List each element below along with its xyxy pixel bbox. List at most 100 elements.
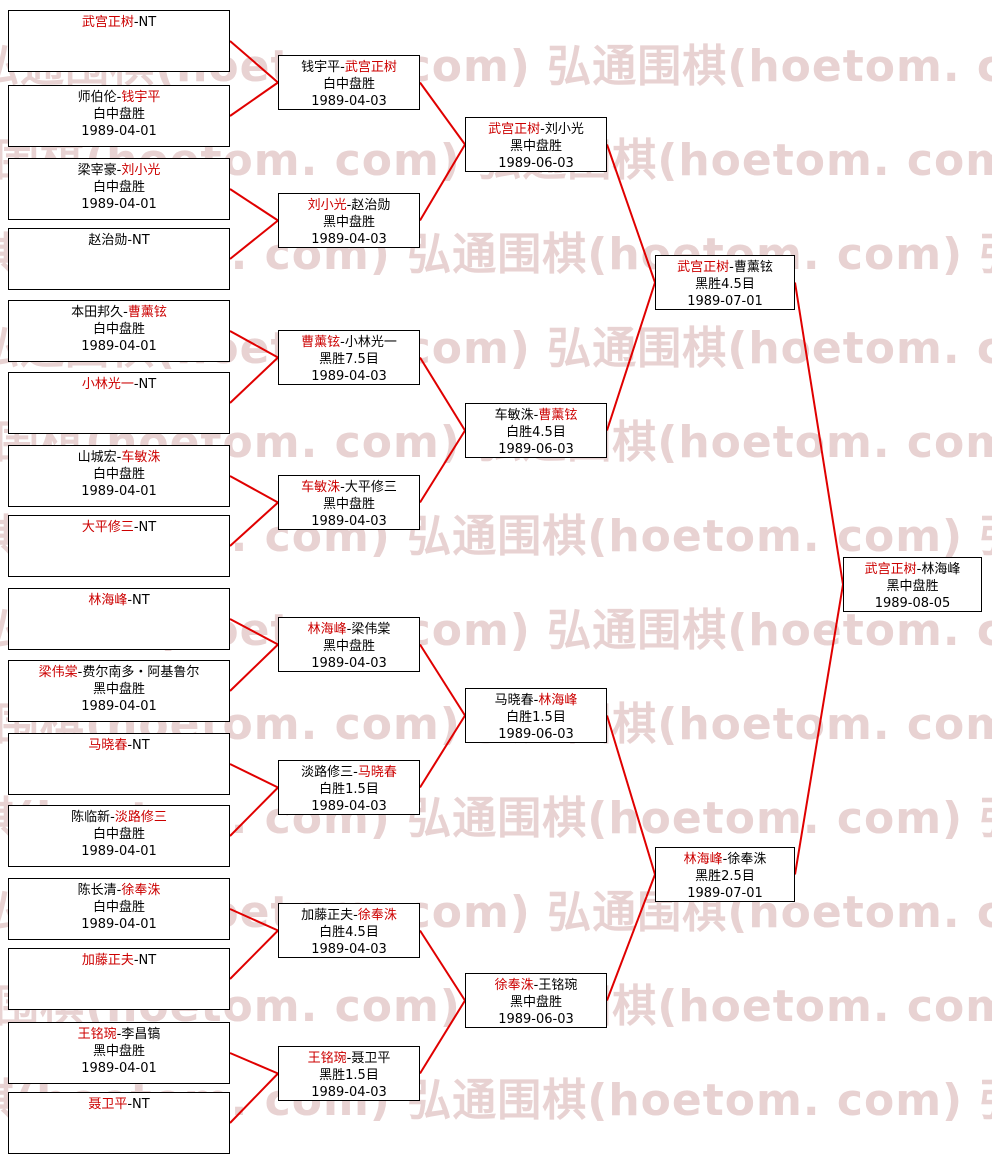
player-name: -NT (133, 520, 157, 535)
player-name: 淡路修三- (301, 765, 358, 780)
bracket-connector (229, 929, 279, 980)
bracket-connector (606, 282, 656, 431)
match-date: 1989-06-03 (498, 1012, 574, 1027)
bracket-connector (419, 999, 466, 1075)
players-line: 武宫正树-林海峰 (844, 561, 981, 578)
match-box-round1-8: 大平修三-NT (8, 515, 230, 577)
players-line: 本田邦久-曹薰铉 (9, 304, 229, 321)
player-name: 本田邦久- (71, 305, 128, 320)
match-date: 1989-04-03 (311, 656, 387, 671)
player-name: -NT (133, 15, 157, 30)
match-date: 1989-04-03 (311, 799, 387, 814)
bracket-connector (229, 40, 279, 84)
winner-name: 加藤正夫 (81, 953, 134, 968)
match-box-round1-1: 武宫正树-NT (8, 10, 230, 72)
match-date: 1989-04-01 (81, 1061, 157, 1076)
players-line: 赵治勋-NT (9, 232, 229, 249)
players-line: 加藤正夫-徐奉洙 (279, 907, 419, 924)
player-name: -徐奉洙 (722, 852, 767, 867)
players-line: 聂卫平-NT (9, 1096, 229, 1113)
bracket-connector (229, 330, 279, 359)
result-text: 白中盘胜 (322, 77, 375, 92)
bracket-connector (229, 618, 279, 646)
match-box-round1-9: 林海峰-NT (8, 588, 230, 650)
result-text: 黑胜4.5目 (695, 277, 755, 292)
players-line: 武宫正树-曹薰铉 (656, 259, 794, 276)
bracket-connector (229, 908, 279, 932)
bracket-connector (229, 763, 279, 789)
bracket-connector (229, 1072, 279, 1124)
bracket-connector (419, 356, 466, 432)
player-name: -刘小光 (540, 122, 584, 137)
match-date: 1989-08-05 (874, 596, 951, 611)
player-name: 加藤正夫- (301, 908, 358, 923)
match-box-round1-11: 马晓春-NT (8, 733, 230, 795)
player-name: -大平修三 (340, 480, 397, 495)
players-line: 武宫正树-NT (9, 14, 229, 31)
player-name: 梁宰豪- (77, 163, 122, 178)
bracket-connector (229, 475, 279, 504)
bracket-connector (229, 643, 279, 692)
result-text: 黑胜7.5目 (319, 352, 379, 367)
match-date: 1989-06-03 (498, 727, 574, 742)
winner-name: 梁伟棠 (38, 665, 78, 680)
bracket-connector (419, 81, 466, 146)
players-line: 曹薰铉-小林光一 (279, 334, 419, 351)
bracket-connector (419, 929, 466, 1002)
winner-name: 林海峰 (88, 593, 128, 608)
result-text: 黑中盘胜 (322, 639, 375, 654)
result-text: 白中盘胜 (92, 900, 145, 915)
winner-name: 王铭琬 (77, 1027, 117, 1042)
match-date: 1989-04-03 (311, 514, 387, 529)
player-name: -林海峰 (916, 562, 961, 577)
players-line: 车敏洙-大平修三 (279, 479, 419, 496)
player-name: 陈临新- (71, 810, 115, 825)
bracket-connector (419, 429, 466, 504)
players-line: 加藤正夫-NT (9, 952, 229, 969)
player-name: -费尔南多・阿基鲁尔 (77, 665, 200, 680)
winner-name: 曹薰铉 (127, 305, 167, 320)
players-line: 林海峰-梁伟棠 (279, 621, 419, 638)
match-date: 1989-04-01 (81, 844, 157, 859)
winner-name: 武宫正树 (864, 562, 917, 577)
player-name: 陈长清- (77, 883, 122, 898)
match-date: 1989-06-03 (498, 442, 574, 457)
players-line: 陈临新-淡路修三 (9, 809, 229, 826)
result-text: 白胜4.5目 (319, 925, 379, 940)
players-line: 徐奉洙-王铭琬 (466, 977, 606, 994)
result-text: 白胜1.5目 (319, 782, 379, 797)
match-date: 1989-04-01 (81, 917, 157, 932)
bracket-connector (794, 282, 844, 585)
winner-name: 钱宇平 (121, 90, 161, 105)
player-name: -梁伟棠 (346, 622, 391, 637)
winner-name: 武宫正树 (677, 260, 730, 275)
player-name: -曹薰铉 (729, 260, 773, 275)
players-line: 林海峰-NT (9, 592, 229, 609)
players-line: 师伯伦-钱宇平 (9, 89, 229, 106)
winner-name: 徐奉洙 (357, 908, 397, 923)
players-line: 马晓春-NT (9, 737, 229, 754)
match-date: 1989-07-01 (687, 886, 763, 901)
match-date: 1989-04-01 (81, 339, 157, 354)
player-name: -赵治勋 (346, 198, 391, 213)
winner-name: 武宫正树 (81, 15, 134, 30)
match-date: 1989-04-03 (311, 232, 387, 247)
match-box-round1-16: 聂卫平-NT (8, 1092, 230, 1154)
result-text: 黑中盘胜 (509, 995, 562, 1010)
players-line: 梁伟棠-费尔南多・阿基鲁尔 (9, 664, 229, 681)
match-date: 1989-04-01 (81, 197, 157, 212)
